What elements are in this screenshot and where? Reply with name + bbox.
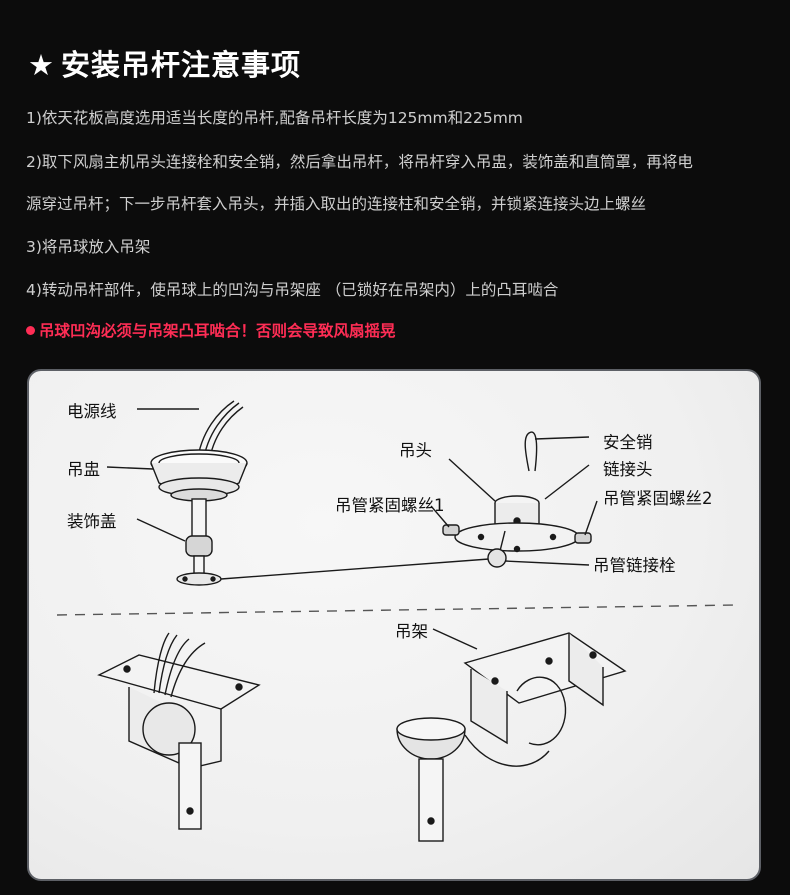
label-pipe-link-bolt: 吊管链接栓 [593,556,676,575]
warning-text: 吊球凹沟必须与吊架凸耳啮合！否则会导致风扇摇晃 [39,322,396,340]
label-set-screw-1: 吊管紧固螺丝1 [335,496,445,515]
decorative-cover-icon [176,498,222,586]
hanger-head-icon [442,431,592,568]
step-2: 2)取下风扇主机吊头连接栓和安全销，然后拿出吊杆，将吊杆穿入吊盅，装饰盖和直筒罩… [26,153,693,171]
step-2-continued: 源穿过吊杆；下一步吊杆套入吊头，并插入取出的连接柱和安全销，并锁紧连接头边上螺丝 [26,195,647,213]
page-title-text: 安装吊杆注意事项 [61,48,302,82]
warning-note: 吊球凹沟必须与吊架凸耳啮合！否则会导致风扇摇晃 [26,319,396,341]
label-decorative-cover: 装饰盖 [67,512,117,531]
label-set-screw-2: 吊管紧固螺丝2 [603,489,713,508]
hanger-bracket-icon [463,632,627,746]
step-4: 4)转动吊杆部件，使吊球上的凹沟与吊架座 （已锁好在吊架内）上的凸耳啮合 [26,281,559,299]
canopy-icon [150,449,248,502]
page-title: ★安装吊杆注意事项 [28,42,301,84]
label-safety-pin: 安全销 [603,433,653,452]
step-3: 3)将吊球放入吊架 [26,238,151,256]
label-canopy: 吊盅 [67,460,100,479]
installation-diagram: 电源线 吊盅 装饰盖 吊头 安全销 链接头 吊管紧固螺丝1 吊管紧固螺丝2 吊管… [27,369,761,881]
step-1: 1)依天花板高度选用适当长度的吊杆,配备吊杆长度为125mm和225mm [26,109,523,127]
hanger-ball-icon [396,717,550,842]
star-icon: ★ [28,48,55,82]
label-hanger-head: 吊头 [399,441,432,460]
diagram-illustration [56,400,740,842]
label-power-cord: 电源线 [67,402,117,421]
label-connector-head: 链接头 [603,460,653,479]
warning-dot-icon [26,326,35,335]
label-hanger-bracket: 吊架 [395,622,428,641]
bracket-with-pipe-icon [97,632,261,830]
